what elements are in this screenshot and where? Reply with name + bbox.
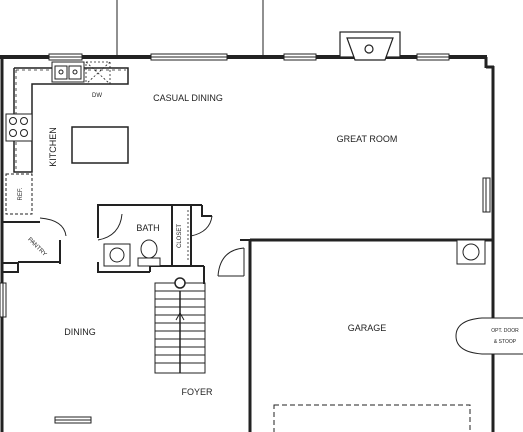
garage-walls: [217, 238, 493, 432]
pantry-label: PANTRY: [26, 237, 47, 258]
kitchen-sink: [51, 61, 85, 83]
right-windows: [0, 177, 491, 318]
garage-label: GARAGE: [348, 323, 387, 333]
dishwasher: [85, 61, 111, 85]
optional-door-stoop: [455, 317, 523, 355]
refrigerator: [5, 173, 33, 215]
kitchen-island: [71, 126, 129, 164]
rear-deck-outline: [116, 0, 264, 57]
kitchen-label: KITCHEN: [48, 127, 58, 167]
dining-label: DINING: [64, 327, 96, 337]
closet-label: CLOSET: [177, 224, 183, 248]
front-windows: [54, 416, 92, 424]
water-heater: [456, 239, 486, 265]
bath-fixtures: [103, 239, 161, 267]
staircase: [154, 277, 206, 374]
opt-door-label-line2: & STOOP: [494, 339, 517, 345]
pantry: [2, 217, 67, 273]
foyer-label: FOYER: [181, 387, 213, 397]
opt-door-label-line1: OPT. DOOR: [491, 328, 519, 334]
exterior-walls: [0, 55, 495, 432]
garage-door: [273, 404, 471, 432]
range-cooktop: [5, 113, 33, 142]
top-windows: [48, 53, 450, 61]
fireplace: [339, 31, 401, 61]
dw-label: DW: [92, 93, 102, 99]
ref-label: REF.: [18, 187, 24, 200]
casual-dining-label: CASUAL DINING: [153, 93, 223, 103]
bath-label: BATH: [136, 223, 159, 233]
great-room-label: GREAT ROOM: [337, 134, 398, 144]
